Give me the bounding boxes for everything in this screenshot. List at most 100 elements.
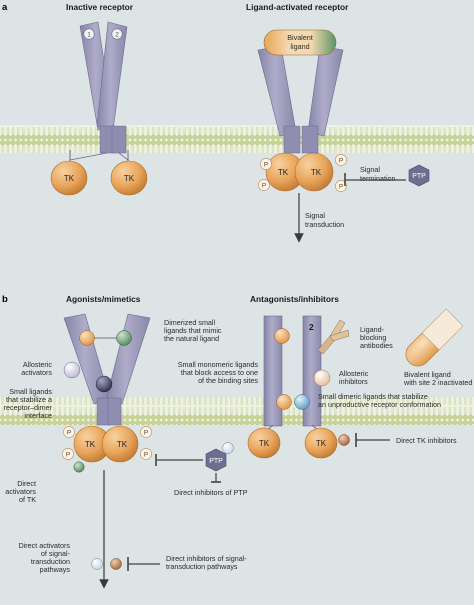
ligand-blocking-label-1: Ligand- [360, 325, 385, 334]
direct-activators-signal-label-3: transduction [31, 557, 70, 566]
tk-domain [50, 160, 88, 196]
direct-activators-signal-label-4: pathways [40, 565, 71, 574]
dimeric-ligand-b [294, 394, 310, 410]
tk-label: TK [311, 168, 322, 177]
tk-domain [304, 427, 338, 459]
tk-label: TK [259, 439, 270, 448]
monomeric-ligand [274, 328, 290, 344]
inactive-receptor: 1 2 [69, 21, 129, 162]
tk-label: TK [316, 439, 327, 448]
phosphate-badge [335, 154, 347, 166]
tk-label: TK [64, 174, 75, 183]
inactive-receptor-title: Inactive receptor [66, 2, 134, 12]
phosphate-label: P [144, 451, 148, 458]
phosphate-badge [63, 426, 75, 438]
green-ligand [116, 330, 132, 346]
dimer-interface-ligand [95, 375, 113, 393]
direct-activators-signal-label-2: of signal- [41, 549, 71, 558]
tk-label: TK [85, 440, 96, 449]
antagonists-title: Antagonists/inhibitors [250, 294, 339, 304]
small-ligands-label-4: interface [24, 411, 52, 420]
inactivated-ligand-label-1: Bivalent ligand [404, 370, 451, 379]
phosphate-label: P [339, 157, 343, 164]
dimerized-ligands-label-3: the natural ligand [164, 334, 219, 343]
tk-domain [294, 152, 334, 192]
tk-label: TK [124, 174, 135, 183]
bivalent-ligand [263, 29, 337, 56]
site-2-label: 2 [309, 322, 314, 332]
binding-site-2-label: 2 [115, 32, 119, 39]
ptp-enzyme [205, 448, 227, 472]
inactivated-bivalent-ligand [405, 309, 463, 367]
direct-tk-inhibitors-label: Direct TK inhibitors [396, 436, 457, 445]
dimeric-label-1: Small dimeric ligands that stabilize [318, 392, 428, 401]
dimerized-ligands-label-1: Dimerized small [164, 318, 216, 327]
tk-label: TK [278, 168, 289, 177]
binding-site-1-label: 1 [87, 32, 91, 39]
phosphate-label: P [144, 429, 148, 436]
panel-a-letter: a [2, 2, 8, 13]
allosteric-inhibitor [313, 369, 331, 387]
signal-transduction-label-2: transduction [305, 220, 344, 229]
direct-activators-signal-label-1: Direct activators [18, 541, 70, 550]
tk-activator [73, 461, 85, 473]
phosphate-label: P [264, 161, 268, 168]
allosteric-inhibitors-label-2: inhibitors [339, 377, 368, 386]
pathway-inhibitor [110, 558, 122, 570]
allosteric-activators-label-2: activators [21, 368, 52, 377]
orange-ligand [79, 330, 95, 346]
ptp-enzyme [408, 164, 430, 187]
ptp-inhibitor [222, 442, 234, 454]
ptp-label: PTP [209, 458, 223, 465]
ligand-blocking-label-3: antibodies [360, 341, 393, 350]
ptp-label: PTP [412, 173, 426, 180]
allosteric-inhibitors-label-1: Allosteric [339, 369, 369, 378]
tk-label: TK [117, 440, 128, 449]
binding-site-1 [83, 28, 95, 40]
small-ligands-label-3: receptor–dimer [4, 403, 53, 412]
signal-termination-label-2: termination [360, 174, 396, 183]
dimerized-ligands-label-2: ligands that mimic [164, 326, 222, 335]
monomeric-label-1: Small monomeric ligands [178, 360, 259, 369]
panel-b-letter: b [2, 294, 8, 305]
direct-activators-tk-label-2: activators [5, 487, 36, 496]
direct-inhibitors-signal-label-1: Direct inhibitors of signal- [166, 554, 247, 563]
phosphate-badge [260, 158, 272, 170]
tk-domain [101, 425, 139, 463]
monomeric-label-2: that block access to one [181, 368, 258, 377]
direct-activators-tk-label-1: Direct [17, 479, 36, 488]
phosphate-badge [335, 180, 347, 192]
small-ligands-label-1: Small ligands [9, 387, 52, 396]
ligand-blocking-label-2: blocking [360, 333, 386, 342]
allosteric-activator [63, 361, 81, 379]
ligand-blocking-antibody [317, 319, 350, 355]
phosphate-badge [258, 179, 270, 191]
tk-domain [247, 427, 281, 459]
direct-inhibitors-signal-label-2: transduction pathways [166, 562, 238, 571]
membrane-a [0, 125, 474, 153]
tk-domain [110, 160, 148, 196]
small-ligands-label-2: that stabilize a [6, 395, 52, 404]
membrane-b [0, 397, 474, 425]
direct-activators-tk-label-3: of TK [19, 495, 36, 504]
allosteric-activators-label-1: Allosteric [23, 360, 53, 369]
bivalent-ligand-label-2: ligand [290, 42, 309, 51]
agonists-title: Agonists/mimetics [66, 294, 141, 304]
signal-transduction-label-1: Signal [305, 211, 325, 220]
activated-receptor [257, 45, 344, 154]
binding-site-2 [111, 28, 123, 40]
phosphate-label: P [66, 451, 70, 458]
phosphate-label: P [67, 429, 71, 436]
dimeric-label-2: an unproductive receptor conformation [318, 400, 441, 409]
ligand-activated-title: Ligand-activated receptor [246, 2, 349, 12]
bivalent-ligand-label-1: Bivalent [287, 33, 313, 42]
phosphate-label: P [262, 182, 266, 189]
pathway-activator [91, 558, 103, 570]
phosphate-label: P [339, 183, 343, 190]
inactivated-ligand-label-2: with site 2 inactivated [403, 378, 472, 387]
tk-inhibitor [338, 434, 350, 446]
direct-inhibitors-ptp-label: Direct inhibitors of PTP [174, 488, 248, 497]
phosphate-badge [140, 448, 152, 460]
